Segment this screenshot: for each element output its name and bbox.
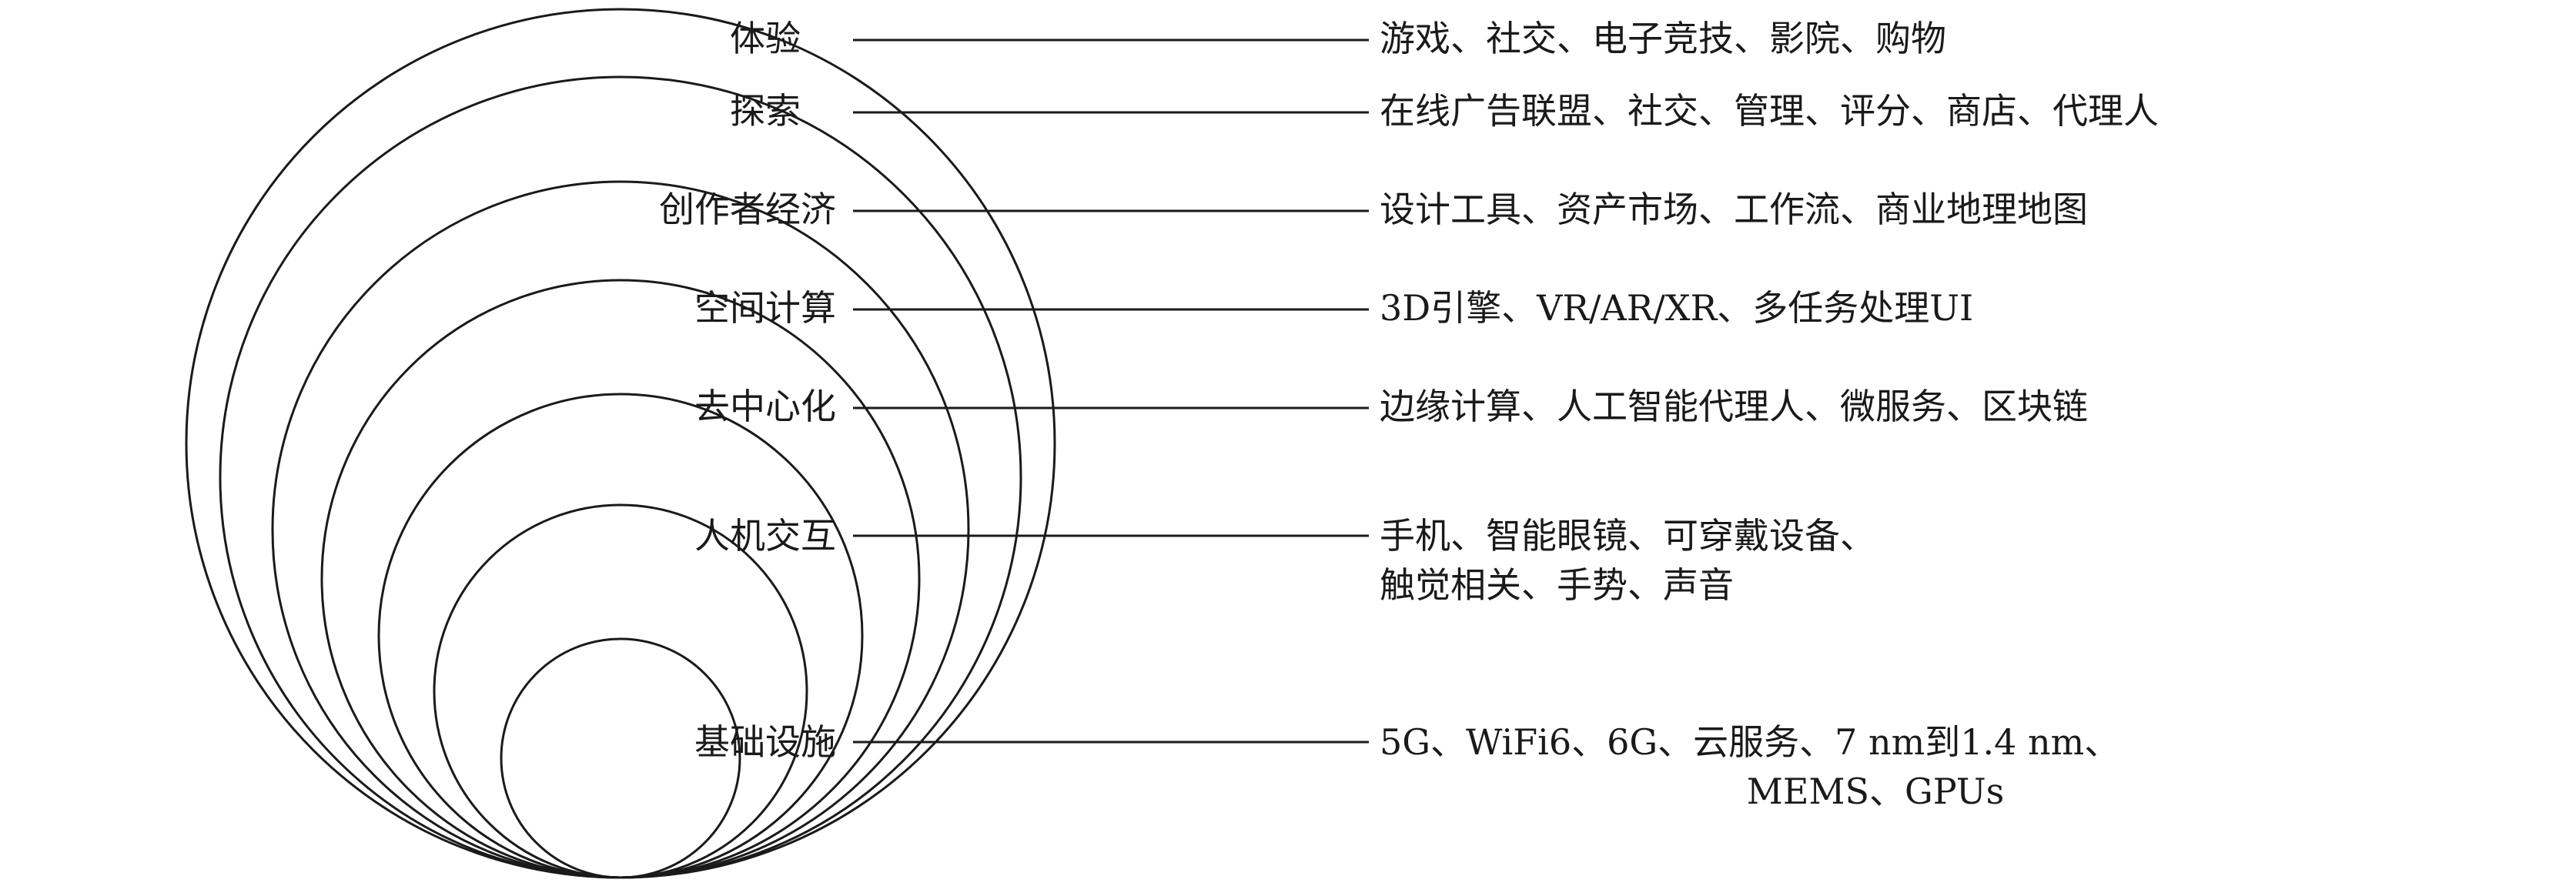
ring-creator-economy — [271, 180, 970, 879]
layer-description-discovery: 在线广告联盟、社交、管理、评分、商店、代理人 — [1380, 90, 2159, 132]
layer-discovery: 探索 在线广告联盟、社交、管理、评分、商店、代理人 — [730, 90, 2159, 132]
ring-infrastructure — [500, 637, 741, 879]
layer-description-infrastructure-line2: MEMS、GPUs — [1747, 771, 2005, 812]
layer-description-creator-economy: 设计工具、资产市场、工作流、商业地理地图 — [1380, 189, 2088, 230]
ring-experience — [185, 8, 1056, 879]
layer-description-experience: 游戏、社交、电子竞技、影院、购物 — [1380, 18, 1946, 59]
layer-infrastructure: 基础设施 5G、WiFi6、6G、云服务、7 nm到1.4 nm、 MEMS、G… — [694, 721, 2119, 812]
layer-label-decentralization: 去中心化 — [694, 386, 836, 427]
layer-experience: 体验 游戏、社交、电子竞技、影院、购物 — [730, 18, 1946, 59]
ring-human-interface — [433, 503, 808, 879]
layer-description-human-interface-line1: 手机、智能眼镜、可穿戴设备、 — [1380, 515, 1875, 557]
layer-description-human-interface-line2: 触觉相关、手势、声音 — [1380, 564, 1734, 606]
layer-spatial-computing: 空间计算 3D引擎、VR/AR/XR、多任务处理UI — [694, 287, 1973, 329]
ring-decentralization — [377, 393, 864, 879]
layer-label-infrastructure: 基础设施 — [694, 721, 836, 763]
layer-label-creator-economy: 创作者经济 — [659, 189, 836, 230]
layer-description-infrastructure-line1: 5G、WiFi6、6G、云服务、7 nm到1.4 nm、 — [1380, 721, 2119, 763]
layer-label-human-interface: 人机交互 — [694, 515, 836, 557]
layer-description-spatial-computing: 3D引擎、VR/AR/XR、多任务处理UI — [1380, 287, 1973, 329]
layer-description-decentralization: 边缘计算、人工智能代理人、微服务、区块链 — [1380, 386, 2088, 427]
layer-creator-economy: 创作者经济 设计工具、资产市场、工作流、商业地理地图 — [659, 189, 2088, 230]
ring-spatial-computing — [320, 279, 921, 879]
rings-group — [185, 8, 1056, 879]
layer-label-experience: 体验 — [730, 18, 801, 59]
layer-human-interface: 人机交互 手机、智能眼镜、可穿戴设备、 触觉相关、手势、声音 — [694, 515, 1875, 606]
layer-label-spatial-computing: 空间计算 — [694, 287, 836, 329]
layer-label-discovery: 探索 — [730, 90, 801, 132]
layer-decentralization: 去中心化 边缘计算、人工智能代理人、微服务、区块链 — [694, 386, 2088, 427]
